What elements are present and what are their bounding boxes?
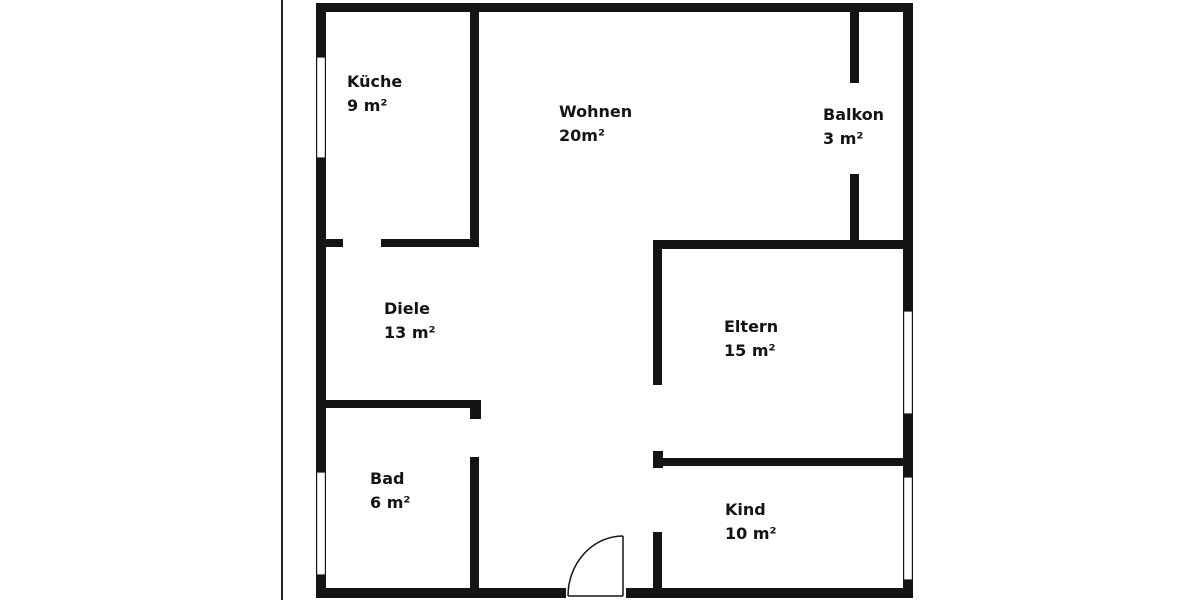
outer-wall-left-2 — [316, 158, 326, 472]
room-label-eltern: Eltern 15 m² — [724, 315, 778, 363]
wall-eltern-left — [653, 240, 662, 385]
room-name: Eltern — [724, 317, 779, 336]
window-kueche — [316, 56, 327, 159]
window-kind — [902, 476, 913, 581]
outer-wall-right-1 — [903, 3, 913, 311]
room-label-kueche: Küche 9 m² — [347, 70, 402, 118]
outer-wall-top — [316, 3, 913, 12]
outer-wall-left-1 — [316, 3, 326, 57]
room-area: 6 m² — [370, 493, 411, 512]
room-label-kind: Kind 10 m² — [725, 498, 777, 546]
room-name: Diele — [384, 299, 430, 318]
wall-balkon-1 — [850, 12, 859, 83]
room-area: 15 m² — [724, 341, 776, 360]
entrance-door — [567, 535, 624, 597]
room-area: 3 m² — [823, 129, 864, 148]
outer-wall-right-2 — [903, 414, 913, 477]
wall-diele-bad-stub — [470, 400, 481, 419]
margin-line — [281, 0, 283, 600]
wall-eltern-top — [653, 240, 912, 249]
wall-eltern-kind-stub — [653, 451, 663, 468]
outer-wall-left-3 — [316, 575, 326, 598]
wall-kueche-wohnen — [470, 12, 479, 247]
outer-wall-bottom-left — [316, 588, 566, 598]
room-name: Kind — [725, 500, 766, 519]
room-area: 20m² — [559, 126, 605, 145]
room-label-bad: Bad 6 m² — [370, 467, 410, 515]
room-name: Bad — [370, 469, 405, 488]
room-area: 13 m² — [384, 323, 436, 342]
walls — [316, 3, 913, 598]
room-label-balkon: Balkon 3 m² — [823, 103, 884, 151]
window-eltern — [902, 310, 913, 415]
outer-wall-bottom-right — [626, 588, 913, 598]
wall-kueche-bottom-1 — [326, 239, 343, 247]
door-leaf — [568, 536, 623, 596]
room-name: Balkon — [823, 105, 885, 124]
window-bad — [316, 471, 327, 576]
room-name: Küche — [347, 72, 403, 91]
room-area: 9 m² — [347, 96, 388, 115]
wall-balkon-2 — [850, 174, 859, 244]
room-name: Wohnen — [559, 102, 633, 121]
door-swing-arc — [567, 535, 624, 597]
room-label-wohnen: Wohnen 20m² — [559, 100, 632, 148]
wall-eltern-kind — [653, 458, 912, 466]
room-label-diele: Diele 13 m² — [384, 297, 436, 345]
wall-kind-left — [653, 532, 662, 588]
wall-kueche-bottom-2 — [381, 239, 479, 247]
wall-bad-right — [470, 457, 479, 588]
room-area: 10 m² — [725, 524, 777, 543]
wall-diele-bad — [326, 400, 481, 408]
